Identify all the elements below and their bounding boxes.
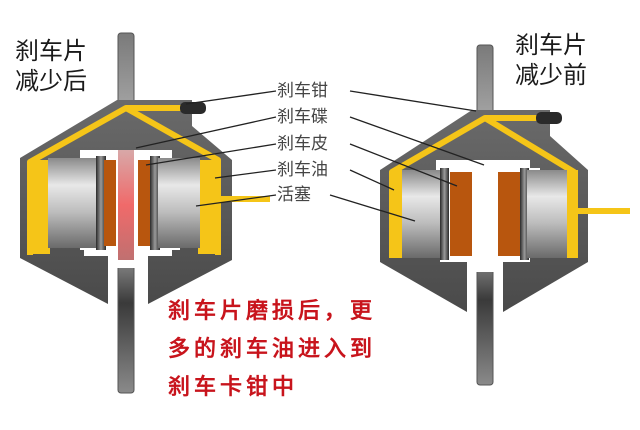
title-before-line1: 刹车片	[515, 31, 587, 59]
title-before-line2: 减少前	[515, 61, 587, 89]
label-brake-caliper: 刹车钳	[277, 81, 328, 101]
piston-seal-left-after	[96, 156, 106, 250]
caliper-before-wear	[380, 44, 630, 386]
piston-seal-left-before	[440, 168, 449, 260]
title-before-wear: 刹车片 减少前	[515, 30, 587, 90]
brake-pad-left-before	[450, 172, 472, 256]
label-brake-fluid: 刹车油	[277, 160, 328, 180]
piston-right-before	[527, 170, 567, 258]
bleed-screw-before	[536, 112, 562, 124]
caliper-after-wear	[20, 32, 270, 394]
brake-fluid-line-before	[576, 208, 630, 214]
brake-fluid-left-after	[28, 160, 50, 254]
brake-disc-hot-zone	[118, 150, 134, 260]
brake-fluid-right-after	[198, 160, 220, 254]
brake-pad-right-before	[498, 172, 520, 256]
brake-pad-left-after	[104, 160, 116, 246]
caption-line-3: 刹车卡钳中	[168, 374, 299, 400]
piston-left-after	[48, 158, 98, 248]
title-after-line2: 减少后	[15, 67, 87, 95]
title-after-line1: 刹车片	[15, 37, 87, 65]
caption-line-2: 多的刹车油进入到	[168, 336, 377, 362]
label-brake-pad: 刹车皮	[277, 134, 328, 154]
brake-pad-right-after	[138, 160, 150, 246]
label-piston: 活塞	[277, 185, 311, 205]
piston-seal-right-before	[520, 168, 529, 260]
wear-explanation-caption: 刹车片磨损后，更 多的刹车油进入到 刹车卡钳中	[168, 292, 376, 406]
brake-fluid-right-before	[566, 170, 578, 258]
title-after-wear: 刹车片 减少后	[15, 36, 87, 96]
label-brake-disc: 刹车碟	[277, 107, 328, 127]
leader-lines	[135, 90, 485, 222]
brake-fluid-left-before	[390, 170, 402, 258]
piston-right-after	[158, 158, 200, 248]
piston-seal-right-after	[150, 156, 160, 250]
bleed-screw-after	[180, 102, 206, 114]
caption-line-1: 刹车片磨损后，更	[168, 298, 377, 324]
piston-left-before	[402, 170, 444, 258]
